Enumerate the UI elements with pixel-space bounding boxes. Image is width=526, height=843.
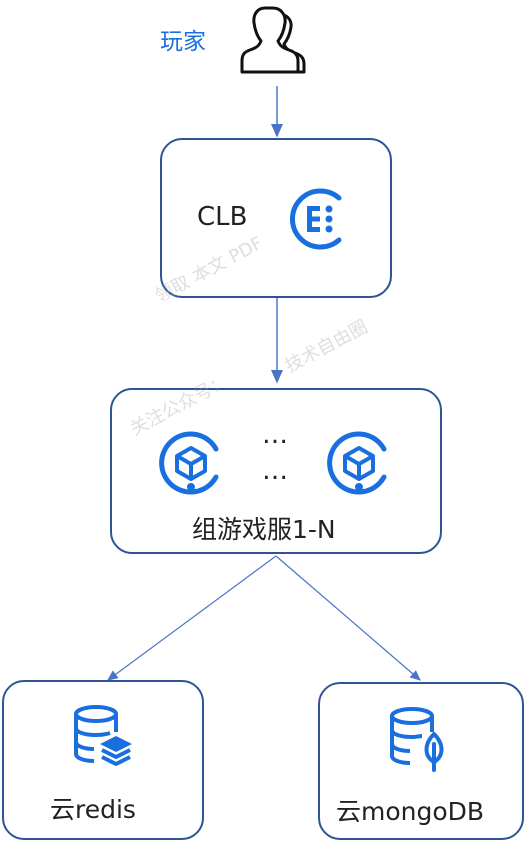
server-cube-icon xyxy=(159,431,219,495)
users-icon xyxy=(240,6,306,74)
arrow-servers-to-redis xyxy=(107,555,277,681)
clb-label: CLB xyxy=(197,202,248,232)
database-leaf-icon xyxy=(390,707,444,772)
game-servers-label: 组游戏服1-N xyxy=(192,515,336,544)
arrow-servers-to-mongo xyxy=(275,555,421,681)
clb-box: CLB xyxy=(160,138,392,298)
mongo-box: 云mongoDB xyxy=(318,682,524,840)
clb-icon xyxy=(289,188,342,250)
redis-box: 云redis xyxy=(2,680,204,840)
mongo-label: 云mongoDB xyxy=(336,797,485,826)
player-label: 玩家 xyxy=(160,29,206,55)
ellipsis-top: … xyxy=(262,420,288,450)
database-layers-icon xyxy=(74,705,132,766)
redis-label: 云redis xyxy=(50,795,136,824)
server-cube-icon xyxy=(327,431,387,495)
game-servers-box: … … 组游戏服1-N xyxy=(110,388,442,554)
ellipsis-bottom: … xyxy=(262,456,288,486)
